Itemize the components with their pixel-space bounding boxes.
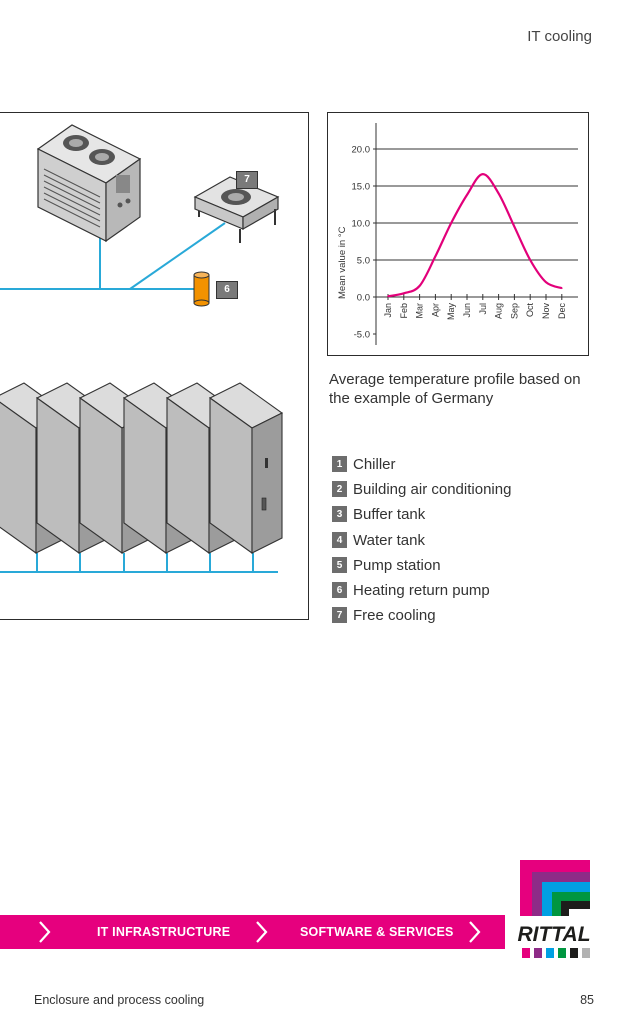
pipe-network [0,222,278,573]
legend-item: 5 Pump station [332,555,441,575]
x-tick-label: Mar [415,303,425,319]
chiller-unit [36,124,142,243]
section-title: IT cooling [527,28,592,45]
legend-label: Pump station [353,556,441,574]
legend-number: 2 [332,481,347,497]
heating-return-pump-tank [193,271,210,307]
legend-item: 1 Chiller [332,454,396,474]
legend-number: 7 [332,607,347,623]
data-point [513,225,516,228]
legend-label: Buffer tank [353,505,426,523]
data-point [497,192,500,195]
legend-label: Heating return pump [353,581,490,599]
legend-item: 7 Free cooling [332,605,436,625]
rittal-logo: RITTAL [516,860,592,960]
server-rack [208,382,284,555]
data-point [561,287,563,289]
y-tick-label: 0.0 [357,293,370,304]
data-point [466,194,468,196]
x-tick-label: Jul [478,303,488,315]
x-tick-label: May [446,303,456,321]
legend-number: 6 [332,582,347,598]
legend-item: 3 Buffer tank [332,504,425,524]
legend-item: 2 Building air conditioning [332,479,511,499]
data-point [545,281,547,283]
data-point [529,259,531,261]
nav-it-infrastructure[interactable]: IT INFRASTRUCTURE [97,925,231,939]
legend-item: 6 Heating return pump [332,580,490,600]
y-tick-label: 20.0 [352,145,371,156]
nav-software-services[interactable]: SOFTWARE & SERVICES [300,925,454,939]
x-tick-label: Sep [509,303,519,319]
nav-band: IT INFRASTRUCTURE SOFTWARE & SERVICES [0,915,505,949]
data-point [450,222,452,224]
data-point [403,292,405,295]
badge-6: 6 [216,281,238,299]
page-number: 85 [580,993,594,1007]
y-tick-label: 10.0 [352,219,371,230]
x-tick-label: Nov [541,303,551,320]
legend-label: Free cooling [353,606,436,624]
legend-number: 4 [332,532,347,548]
legend-label: Chiller [353,455,396,473]
cooling-diagram: 7 6 [0,112,309,620]
cooling-system-illustration [0,124,284,573]
footer-title: Enclosure and process cooling [34,993,205,1007]
x-tick-label: Aug [494,303,504,319]
legend-number: 5 [332,557,347,573]
data-point [418,285,421,287]
data-point [482,173,484,175]
y-tick-label: 15.0 [352,182,371,193]
data-point [387,295,389,298]
x-tick-label: Feb [399,303,409,319]
x-tick-label: Jan [383,303,393,318]
y-tick-label: 5.0 [357,256,370,267]
legend-number: 1 [332,456,347,472]
x-tick-label: Apr [430,303,440,317]
x-tick-label: Dec [557,303,567,320]
chart-caption: Average temperature profile based on the… [329,371,581,407]
temperature-chart-svg: Mean value in °C -5.0 0.0 5.0 10.0 15.0 20.0J… [337,123,578,345]
nav-chevrons [39,921,481,943]
legend-label: Building air conditioning [353,480,512,498]
rittal-logo-mark: RITTAL [517,860,591,958]
y-axis-label: Mean value in °C [337,226,348,299]
series-line [387,173,563,298]
logo-wordmark: RITTAL [517,923,590,946]
data-point [434,255,437,258]
x-tick-label: Oct [525,303,535,318]
x-tick-label: Jun [462,303,472,318]
legend-number: 3 [332,506,347,522]
badge-7: 7 [236,171,258,189]
y-tick-label: -5.0 [354,330,370,341]
server-racks [0,382,284,555]
legend-item: 4 Water tank [332,530,425,550]
free-cooler-unit [193,176,280,243]
legend-label: Water tank [353,531,425,549]
